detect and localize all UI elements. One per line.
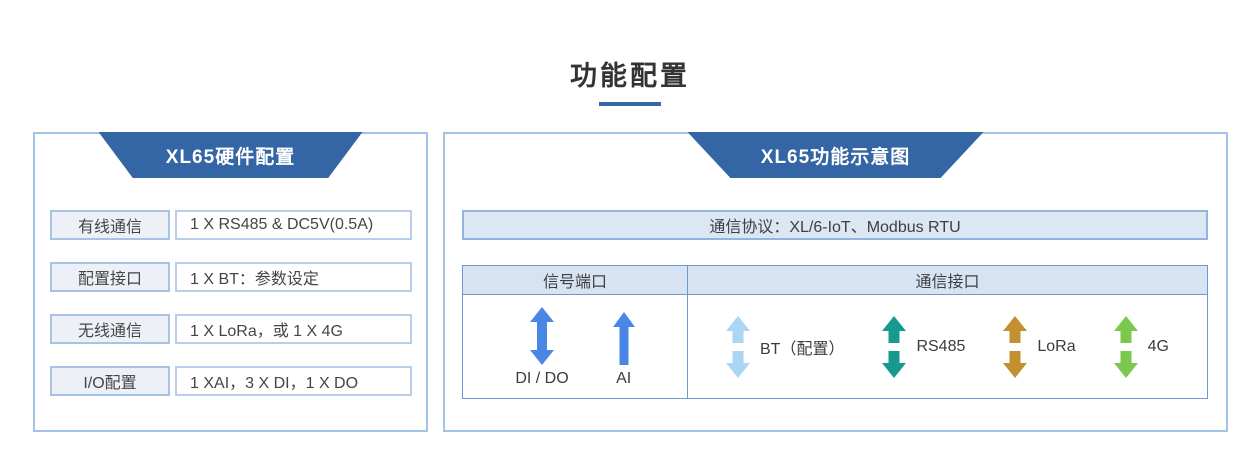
- gapped-double-arrow-icon: [726, 315, 750, 378]
- comm-label-bt: BT（配置）: [760, 340, 845, 358]
- function-diagram-header: XL65功能示意图: [687, 132, 984, 178]
- hardware-config-header: XL65硬件配置: [98, 132, 363, 178]
- gapped-double-arrow-icon: [882, 315, 907, 378]
- comm-group-rs485: RS485: [882, 315, 966, 378]
- function-table-body: DI / DO AI BT（配置）: [463, 295, 1207, 398]
- hw-row-label: 配置接口: [50, 262, 170, 292]
- hw-row-value: 1 XAI，3 X DI，1 X DO: [175, 366, 412, 396]
- up-arrow-icon: [612, 312, 635, 365]
- column-header-comm-interfaces: 通信接口: [915, 274, 980, 291]
- hw-row-label: 无线通信: [50, 314, 170, 344]
- gapped-double-arrow-icon: [1003, 315, 1028, 378]
- signal-label-ai: AI: [616, 370, 632, 387]
- hw-row-value: 1 X RS485 & DC5V(0.5A): [175, 210, 412, 240]
- hw-row-config-port: 配置接口 1 X BT：参数设定: [50, 262, 412, 292]
- page-title: 功能配置: [570, 61, 690, 91]
- column-header-signal-ports: 信号端口: [463, 266, 688, 294]
- hw-row-io: I/O配置 1 XAI，3 X DI，1 X DO: [50, 366, 412, 396]
- comm-group-lora: LoRa: [1003, 315, 1076, 378]
- hw-row-wireless: 无线通信 1 X LoRa，或 1 X 4G: [50, 314, 412, 344]
- signal-label-di-do: DI / DO: [515, 370, 569, 387]
- comm-label-lora: LoRa: [1037, 337, 1076, 355]
- panel-hardware-config: XL65硬件配置 有线通信 1 X RS485 & DC5V(0.5A) 配置接…: [33, 132, 428, 432]
- hw-row-value: 1 X BT：参数设定: [175, 262, 412, 292]
- comm-group-bt: BT（配置）: [726, 315, 845, 378]
- double-arrow-icon: [530, 307, 554, 365]
- hw-row-label: I/O配置: [50, 366, 170, 396]
- signal-ports-cell: DI / DO AI: [463, 295, 688, 398]
- comm-label-4g: 4G: [1147, 337, 1169, 355]
- hw-row-value: 1 X LoRa，或 1 X 4G: [175, 314, 412, 344]
- hw-row-wired: 有线通信 1 X RS485 & DC5V(0.5A): [50, 210, 412, 240]
- page-header: 功能配置: [0, 54, 1260, 106]
- comm-interfaces-cell: BT（配置） RS485 LoRa: [688, 295, 1207, 398]
- comm-group-4g: 4G: [1113, 315, 1169, 378]
- function-table: 信号端口 通信接口 DI / DO AI: [462, 265, 1208, 399]
- title-underline: [599, 102, 661, 106]
- function-table-header: 信号端口 通信接口: [463, 266, 1207, 295]
- signal-group-ai: AI: [612, 312, 635, 388]
- protocol-bar: 通信协议：XL/6-IoT、Modbus RTU: [462, 210, 1208, 240]
- signal-group-di-do: DI / DO: [515, 307, 569, 388]
- panel-function-diagram: XL65功能示意图 通信协议：XL/6-IoT、Modbus RTU 信号端口 …: [443, 132, 1228, 432]
- gapped-double-arrow-icon: [1113, 315, 1138, 378]
- hw-row-label: 有线通信: [50, 210, 170, 240]
- comm-label-rs485: RS485: [916, 337, 966, 355]
